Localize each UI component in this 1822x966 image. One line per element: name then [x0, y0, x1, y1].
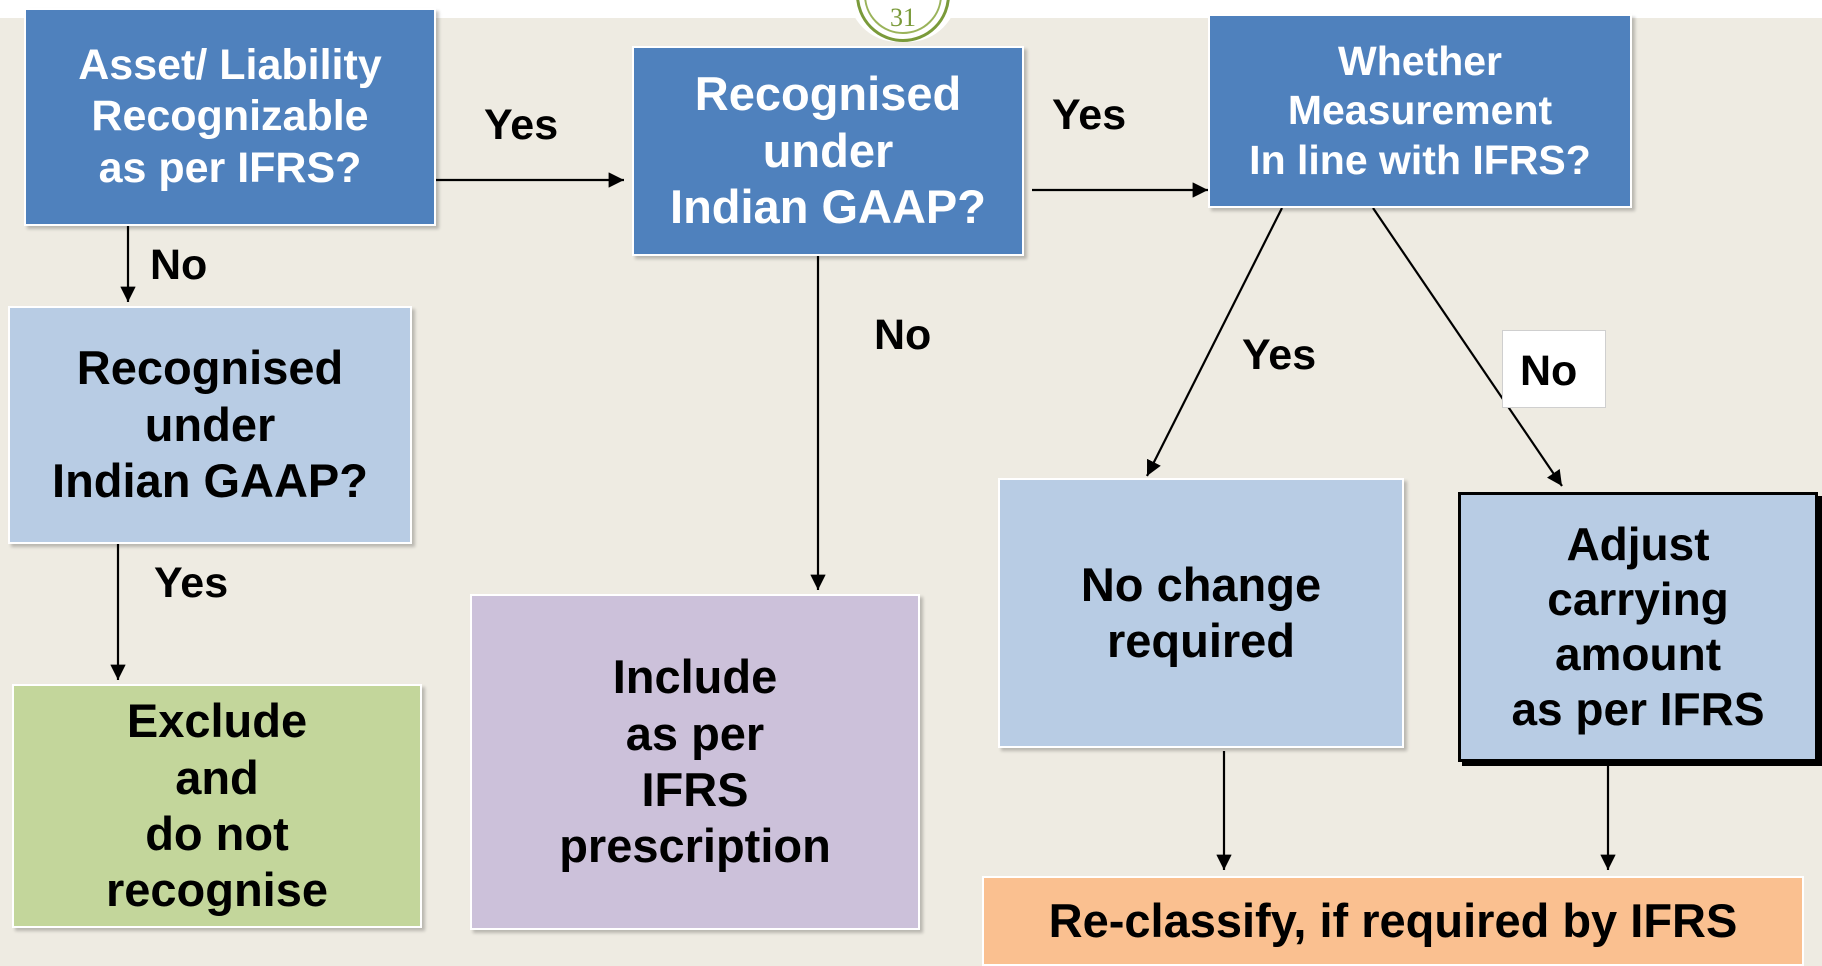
- node-asset-liability-recognizable: Asset/ Liability Recognizable as per IFR…: [24, 8, 436, 226]
- edge-label-box-measurement-to-adjust: [1502, 330, 1606, 408]
- node-measurement-text: Whether Measurement In line with IFRS?: [1249, 38, 1591, 183]
- node-reclassify-if-required: Re-classify, if required by IFRS: [982, 876, 1804, 966]
- node-no-change-text: No change required: [1080, 557, 1322, 667]
- node-include-text: Include as per IFRS prescription: [559, 650, 831, 873]
- node-recognised-gaap-mid: Recognised under Indian GAAP?: [632, 46, 1024, 256]
- node-exclude-do-not-recognise: Exclude and do not recognise: [12, 684, 422, 928]
- edge-label-asset-to-gaap-mid: Yes: [484, 101, 559, 149]
- node-recognised-gaap-mid-text: Recognised under Indian GAAP?: [670, 67, 986, 234]
- node-adjust-carrying-amount: Adjust carrying amount as per IFRS: [1458, 492, 1818, 762]
- edge-label-gaap-left-to-exclude: Yes: [154, 559, 229, 607]
- arrow-measurement-to-adjust: [1372, 207, 1563, 487]
- node-no-change-required: No change required: [998, 478, 1404, 748]
- edge-label-measurement-to-no-change: Yes: [1242, 331, 1317, 379]
- edge-label-measurement-to-adjust: No: [1520, 347, 1578, 395]
- node-recognised-gaap-left-text: Recognised under Indian GAAP?: [52, 341, 368, 508]
- edge-label-asset-to-gaap-left: No: [150, 241, 208, 289]
- node-reclassify-text: Re-classify, if required by IFRS: [1048, 893, 1738, 947]
- node-recognised-gaap-left: Recognised under Indian GAAP?: [8, 306, 412, 544]
- node-measurement-in-line: Whether Measurement In line with IFRS?: [1208, 14, 1632, 208]
- node-exclude-text: Exclude and do not recognise: [105, 694, 329, 917]
- edge-label-gaap-mid-to-include: No: [874, 311, 932, 359]
- node-adjust-text: Adjust carrying amount as per IFRS: [1511, 517, 1765, 736]
- arrow-measurement-to-no-change: [1146, 207, 1283, 477]
- edge-label-gaap-mid-to-measurement: Yes: [1052, 91, 1127, 139]
- node-include-as-per-ifrs: Include as per IFRS prescription: [470, 594, 920, 930]
- node-asset-liability-text: Asset/ Liability Recognizable as per IFR…: [78, 40, 382, 192]
